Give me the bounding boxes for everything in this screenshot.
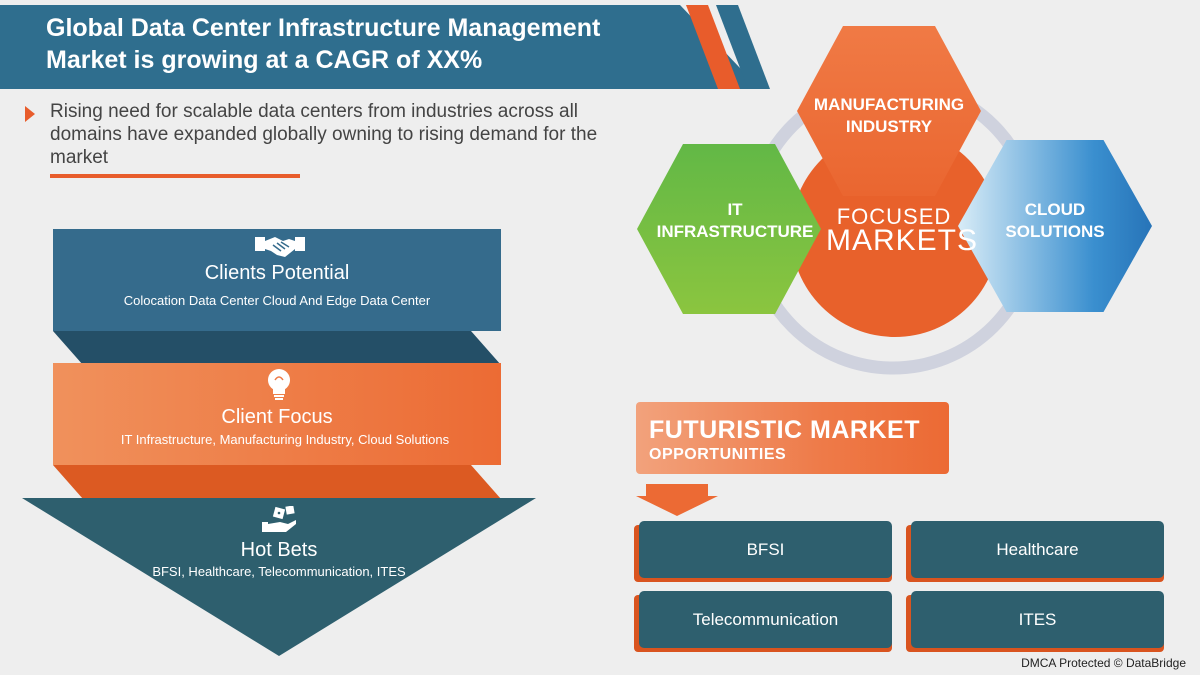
hex-label-manufacturing-line-2: INDUSTRY bbox=[845, 117, 933, 136]
hex-label-it-line-2: INFRASTRUCTURE bbox=[656, 222, 814, 241]
funnel-subtitle-clients-potential: Colocation Data Center Cloud And Edge Da… bbox=[123, 293, 431, 308]
hex-manufacturing-industry bbox=[797, 26, 981, 196]
opportunity-telecommunication: Telecommunication bbox=[639, 591, 892, 648]
funnel-connector bbox=[53, 331, 501, 365]
funnel-connector bbox=[53, 465, 501, 499]
funnel-subtitle-client-focus: IT Infrastructure, Manufacturing Industr… bbox=[120, 432, 450, 447]
opportunity-bfsi: BFSI bbox=[639, 521, 892, 578]
title-banner bbox=[0, 5, 760, 89]
hex-label-it: IT INFRASTRUCTURE bbox=[637, 199, 833, 243]
handshake-icon bbox=[255, 237, 305, 257]
funnel-title-clients-potential: Clients Potential bbox=[204, 262, 350, 284]
hex-label-it-line-1: IT bbox=[727, 200, 743, 219]
hex-label-cloud-line-2: SOLUTIONS bbox=[1005, 222, 1105, 241]
hex-label-manufacturing: MANUFACTURING INDUSTRY bbox=[797, 94, 981, 138]
opportunity-healthcare: Healthcare bbox=[911, 521, 1164, 578]
futuristic-market-title: FUTURISTIC MARKET bbox=[649, 416, 920, 444]
funnel-title-hot-bets: Hot Bets bbox=[240, 539, 318, 561]
hand-dice-icon bbox=[262, 506, 296, 532]
bullet-arrow-icon bbox=[25, 106, 35, 122]
futuristic-market-subtitle: OPPORTUNITIES bbox=[649, 446, 787, 463]
funnel-title-client-focus: Client Focus bbox=[221, 406, 333, 428]
hex-label-manufacturing-line-1: MANUFACTURING bbox=[813, 95, 965, 114]
intro-bullet-text: Rising need for scalable data centers fr… bbox=[50, 101, 598, 168]
opportunity-ites: ITES bbox=[911, 591, 1164, 648]
funnel-subtitle-hot-bets: BFSI, Healthcare, Telecommunication, ITE… bbox=[152, 564, 406, 579]
hex-it-infrastructure bbox=[637, 144, 821, 314]
title-line-2: Market is growing at a CAGR of XX% bbox=[46, 46, 483, 74]
footer-credit: DMCA Protected © DataBridge bbox=[1021, 656, 1186, 670]
focused-markets-label-line-2: MARKETS bbox=[826, 224, 979, 257]
bullet-underline bbox=[50, 174, 300, 178]
lightbulb-icon bbox=[268, 369, 290, 400]
hex-label-cloud: CLOUD SOLUTIONS bbox=[980, 199, 1130, 243]
focused-markets-label-line-1: FOCUSED bbox=[836, 204, 952, 229]
page-title: Global Data Center Infrastructure Manage… bbox=[46, 12, 686, 76]
hex-label-cloud-line-1: CLOUD bbox=[1024, 200, 1086, 219]
title-line-1: Global Data Center Infrastructure Manage… bbox=[46, 14, 601, 42]
futuristic-market-banner bbox=[636, 402, 949, 474]
